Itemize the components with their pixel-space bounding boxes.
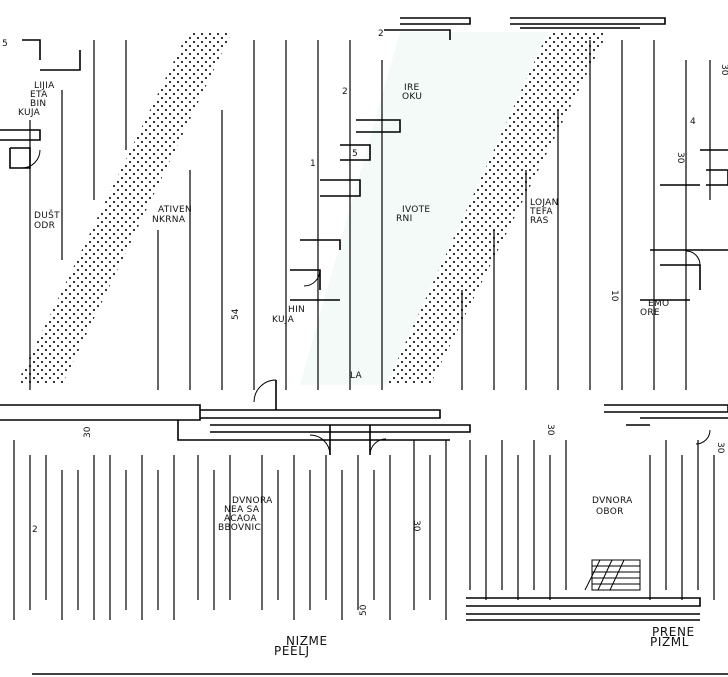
dim-bottom-center: 30 [411, 520, 421, 532]
dim-mid-c: 1 [310, 159, 316, 169]
small-stair [584, 559, 641, 591]
room-label-center-small-1: HIN [288, 305, 305, 315]
room-label-center-1: IVOTE [402, 205, 430, 215]
room-label-lower-left-2: NEA SA [224, 505, 260, 515]
room-label-right-small-2: ORE [640, 308, 660, 318]
dim-right-b: 30 [675, 152, 685, 164]
door-swings [21, 149, 711, 456]
room-labels: LIJIA ETA BIN KUJA DUŠT ODR ATIVEN NKRNA… [18, 81, 669, 533]
room-label-right-center-1: LOJAN [530, 198, 559, 208]
dim-center-left: 54 [231, 308, 241, 320]
room-label-lower-right-1: DVNORA [592, 496, 633, 506]
dim-left-lower: 2 [32, 525, 38, 535]
dimension-labels: 5 2 2 5 1 54 30 2 30 50 30 30 10 30 30 4 [2, 29, 728, 616]
room-label-center-2: RNI [396, 214, 413, 224]
room-label-center-left-2: NKRNA [152, 215, 186, 225]
room-label-corner-4: KUJA [18, 108, 41, 118]
title-left-line-1: NIZME [286, 634, 328, 648]
room-label-right-center-2: TEFA [529, 207, 553, 217]
room-label-left-2: ODR [34, 221, 55, 231]
room-label-lower-left-1: DVNORA [232, 496, 273, 506]
room-label-center-upper-1: IRE [404, 83, 420, 93]
room-label-lower-left-4: BBOVNIC [218, 523, 261, 533]
dim-mid-a: 2 [342, 87, 348, 97]
structural-lines-lower [13, 440, 715, 620]
dim-bottom-lower: 50 [359, 604, 369, 616]
dotted-band-right [386, 32, 608, 385]
title-right-line-1: PRENE [652, 625, 695, 639]
room-label-right-center-3: RAS [530, 216, 549, 226]
dim-mid-b: 5 [352, 149, 358, 159]
room-label-corner-2: ETA [30, 90, 48, 100]
title-left-line-2: PEELJ [274, 644, 310, 658]
room-label-right-small-1: EMO [648, 299, 669, 309]
room-label-corner-1: LIJIA [34, 81, 55, 91]
dim-right-top: 30 [719, 64, 728, 76]
dim-right-a: 30 [545, 424, 555, 436]
room-label-left-1: DUŠT [34, 209, 60, 221]
room-label-lower-left-3: ACAOA [224, 514, 257, 524]
dim-top-center: 2 [378, 29, 384, 39]
dotted-band-left [16, 32, 232, 385]
room-label-lower-right-2: OBOR [596, 507, 624, 517]
room-label-center-upper-2: OKU [402, 92, 422, 102]
dim-left-edge: 30 [83, 426, 93, 438]
dim-right-mid: 4 [690, 117, 696, 127]
dim-right-c: 10 [609, 290, 619, 302]
title-right-line-2: PIZML [650, 635, 689, 649]
plan-titles: NIZME PEELJ PRENE PIZML [274, 625, 695, 658]
dim-top-left: 5 [2, 39, 8, 49]
walls [0, 17, 728, 675]
room-label-center-left-1: ATIVEN [158, 205, 192, 215]
shaded-band-center [300, 32, 548, 385]
dim-right-d: 30 [715, 442, 725, 454]
room-label-stair-small: LA [350, 371, 363, 381]
room-label-corner-3: BIN [30, 99, 46, 109]
room-label-center-small-2: KUJA [272, 315, 295, 325]
